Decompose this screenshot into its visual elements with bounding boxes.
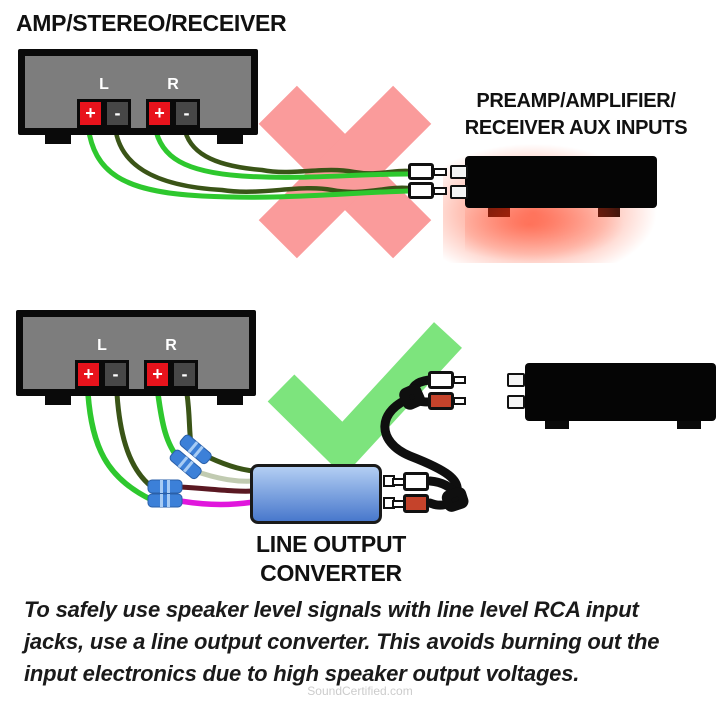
butt-connectors [147, 434, 212, 508]
rca-plug-red [428, 392, 454, 410]
terminal-l-plus: + [75, 360, 102, 389]
converter-label-line1: LINE OUTPUT [255, 531, 407, 557]
device-foot [217, 135, 243, 144]
converter-label: LINE OUTPUT CONVERTER [240, 530, 422, 588]
converter-label-line2: CONVERTER [260, 560, 402, 586]
device-foot [545, 421, 569, 429]
device-foot [217, 396, 243, 405]
caption-line3: input electronics due to high speaker ou… [24, 661, 580, 686]
terminal-l-minus: - [102, 360, 129, 389]
preamp-title-line1: PREAMP/AMPLIFIER/ [476, 90, 676, 112]
rca-cable [380, 375, 469, 512]
rca-plug-white [408, 163, 434, 180]
right-channel-label: R [165, 337, 177, 354]
line-input-jack [507, 395, 525, 409]
caption: To safely use speaker level signals with… [24, 594, 659, 690]
aux-input-jack [450, 165, 468, 179]
device-foot [45, 396, 71, 405]
danger-glow-lower [465, 200, 625, 262]
rca-plug-red [403, 494, 429, 513]
terminal-r-minus: - [171, 360, 198, 389]
caption-line1: To safely use speaker level signals with… [24, 597, 639, 622]
terminal-r-minus: - [173, 99, 200, 128]
top-speaker-wires [85, 123, 411, 200]
wire-maroon-to-converter [177, 484, 257, 494]
wire-bot-l-plus [85, 391, 155, 503]
preamp-box [465, 156, 657, 208]
wire-bot-r-plus [155, 391, 182, 462]
rca-plug-white [428, 371, 454, 389]
wire-magenta-to-converter [177, 498, 257, 508]
device-foot [45, 135, 71, 144]
amp-stereo-receiver-title: AMP/STEREO/RECEIVER [16, 10, 287, 36]
preamp-title: PREAMP/AMPLIFIER/ RECEIVER AUX INPUTS [440, 88, 712, 142]
terminal-l-minus: - [104, 99, 131, 128]
aux-input-jack [450, 185, 468, 199]
rca-pin [433, 168, 447, 176]
caption-line2: jacks, use a line output converter. This… [24, 629, 660, 654]
terminal-l-plus: + [77, 99, 104, 128]
device-foot [677, 421, 701, 429]
rca-plug-white [408, 182, 434, 199]
terminal-r-plus: + [146, 99, 173, 128]
terminal-r-plus: + [144, 360, 171, 389]
rca-pin [433, 187, 447, 195]
rca-pin [453, 397, 466, 405]
line-input-jack [507, 373, 525, 387]
amp-stereo-receiver-box: L R + - + - [18, 49, 258, 144]
rca-pin [453, 376, 466, 384]
rca-plug-white [403, 472, 429, 491]
right-channel-label: R [167, 76, 179, 93]
left-channel-label: L [99, 76, 109, 93]
check-mark-icon [267, 322, 462, 477]
amp-stereo-receiver-box-2: L R + - + - [16, 310, 256, 405]
line-output-converter-box [250, 464, 382, 524]
wire-top-l-plus [85, 123, 411, 200]
preamp-title-line2: RECEIVER AUX INPUTS [464, 117, 688, 139]
wire-bot-l-minus [114, 391, 155, 490]
amplifier-box [525, 363, 716, 421]
left-channel-label: L [97, 337, 107, 354]
watermark: SoundCertified.com [307, 684, 413, 698]
wire-top-r-plus [152, 123, 411, 180]
